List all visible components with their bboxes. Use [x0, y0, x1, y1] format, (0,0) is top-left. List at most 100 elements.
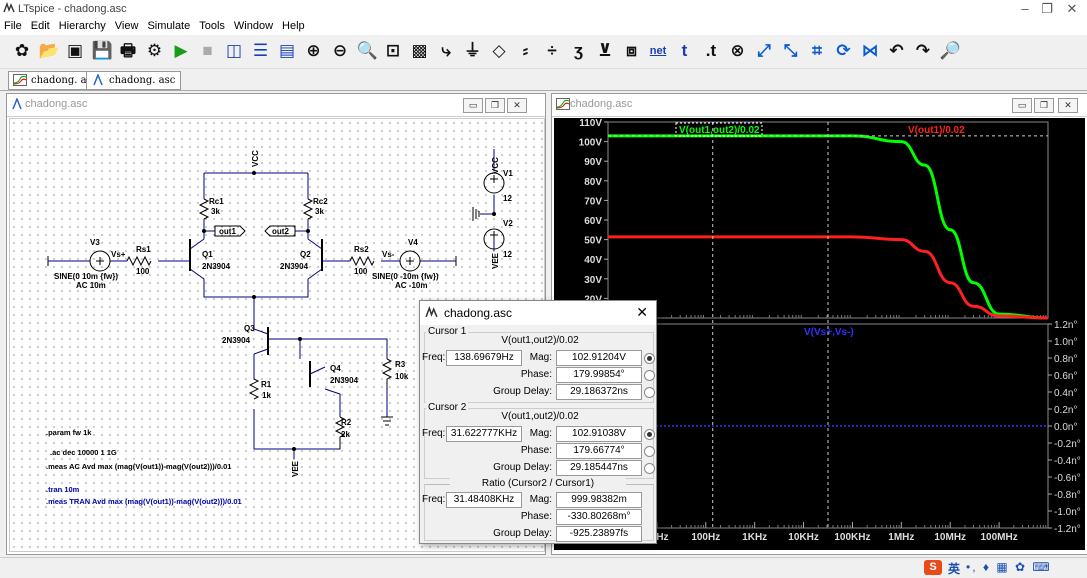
menu-window[interactable]: Window: [233, 20, 274, 32]
text-icon[interactable]: t: [681, 41, 688, 60]
drag-icon[interactable]: ⌗: [812, 41, 822, 60]
cursor2-phase-radio[interactable]: [644, 446, 655, 457]
print-icon[interactable]: 🖶: [119, 41, 137, 60]
zoom-in-icon[interactable]: ⊕: [306, 41, 321, 60]
menu-tools[interactable]: Tools: [199, 20, 225, 32]
diode-icon[interactable]: ⊻: [598, 41, 612, 60]
spice-directive-icon[interactable]: .t: [705, 41, 717, 60]
menu-file[interactable]: File: [4, 20, 22, 32]
duplicate-icon[interactable]: ⤢: [757, 41, 771, 60]
resistor-icon[interactable]: ⸗: [522, 41, 529, 60]
y-tick-label: 40V: [584, 255, 602, 266]
label-net-icon[interactable]: ◇: [492, 41, 506, 60]
components[interactable]: [47, 172, 505, 449]
control-panel-icon[interactable]: ⚙: [146, 41, 163, 60]
schematic-drawing[interactable]: VCC VEE VCC VEE Rc1 3k Rc2 3k out1 out2 …: [10, 119, 544, 551]
waveform-plot[interactable]: 110V100V90V80V70V60V50V40V30V20V10V1.2n°…: [554, 118, 1085, 550]
restore-button[interactable]: ❐: [1041, 1, 1053, 16]
cursor1-gd-field[interactable]: 29.186372ns: [556, 384, 642, 400]
cursor2-freq-field[interactable]: 31.622777KHz: [446, 426, 522, 442]
cascade-icon[interactable]: ▤: [278, 41, 296, 60]
redo-icon[interactable]: ↷: [915, 41, 931, 60]
ratio-gd-field[interactable]: -925.23897fs: [556, 526, 642, 542]
open-icon[interactable]: ▣: [66, 41, 84, 60]
cursor1-phase-field[interactable]: 179.99854°: [556, 367, 642, 383]
directive-param[interactable]: .param fw 1k: [46, 428, 92, 437]
tab-schematic[interactable]: chadong. asc: [86, 71, 182, 90]
tab-waveform[interactable]: chadong. asc: [8, 71, 104, 90]
label-r1: R1: [261, 380, 272, 389]
zoom-out-icon[interactable]: ⊖: [332, 41, 348, 60]
spice-directives[interactable]: .param fw 1k .ac dec 10000 1 1G .meas AC…: [46, 428, 242, 506]
mirror-icon[interactable]: ⋈: [861, 41, 879, 60]
label-out1[interactable]: out1: [219, 227, 236, 236]
directive-meas-tran[interactable]: .meas TRAN Avd max (mag(V(out1))-mag(V(o…: [46, 497, 242, 506]
find-icon[interactable]: 🔎: [939, 41, 961, 60]
undo-icon[interactable]: ↶: [889, 41, 904, 60]
child-minimize-button[interactable]: ▭: [463, 98, 483, 113]
move-icon[interactable]: ⤡: [783, 41, 798, 60]
tile-horizontal-icon[interactable]: ☰: [252, 41, 269, 60]
ime-logo-icon[interactable]: S: [924, 560, 942, 575]
save-icon[interactable]: 💾: [91, 41, 113, 60]
close-button[interactable]: ✕: [1066, 1, 1078, 16]
trace-label-v-out1-out2[interactable]: V(out1,out2)/0.02: [679, 125, 760, 136]
label-out2[interactable]: out2: [272, 227, 289, 236]
directive-tran[interactable]: .tran 10m: [46, 485, 80, 494]
cursor2-phase-field[interactable]: 179.66774°: [556, 443, 642, 459]
ratio-freq-field[interactable]: 31.48408KHz: [446, 492, 522, 508]
zoom-pan-icon[interactable]: 🔍: [356, 41, 378, 60]
series-line-V(out1)/0.02[interactable]: [608, 235, 1049, 320]
wire-icon[interactable]: ⤷: [441, 41, 451, 60]
child-close-button[interactable]: ✕: [507, 98, 527, 113]
ime-language-indicator[interactable]: 英: [948, 562, 961, 576]
directive-meas-ac[interactable]: .meas AC Avd max (mag(V(out1))-mag(V(out…: [46, 462, 231, 471]
rotate-icon[interactable]: ⟳: [836, 41, 851, 60]
tile-vertical-icon[interactable]: ◫: [225, 41, 243, 60]
menu-hierarchy[interactable]: Hierarchy: [58, 20, 106, 32]
child-restore-button[interactable]: ❐: [1034, 98, 1054, 113]
cursor1-freq-field[interactable]: 138.69679Hz: [446, 350, 522, 366]
netlist-icon[interactable]: net: [649, 45, 667, 57]
menu-view[interactable]: View: [114, 20, 139, 32]
cursor2-gd-field[interactable]: 29.185447ns: [556, 460, 642, 476]
inductor-icon[interactable]: ʒ: [574, 41, 583, 60]
zoom-fit-icon[interactable]: ⊡: [385, 41, 401, 60]
x-tick-label: 1MHz: [888, 532, 914, 543]
open-folder-icon[interactable]: 📂: [38, 41, 60, 60]
menu-simulate[interactable]: Simulate: [147, 20, 191, 32]
cursor1-mag-radio[interactable]: [644, 353, 655, 364]
gear-icon[interactable]: ✿: [14, 41, 30, 60]
ratio-mag-field[interactable]: 999.98382m: [556, 492, 642, 508]
y-tick-label: 0.4n°: [1054, 388, 1077, 399]
cursor2-mag-field[interactable]: 102.91038V: [556, 426, 642, 442]
cursor2-mag-radio[interactable]: [644, 429, 655, 440]
trace-label-v-vsp-vsm[interactable]: V(Vs+,Vs-): [804, 327, 854, 338]
resistor-r2: [334, 416, 346, 449]
ratio-phase-field[interactable]: -330.80268m°: [556, 509, 642, 525]
menu-help[interactable]: Help: [282, 20, 305, 32]
delete-icon[interactable]: ⊗: [730, 41, 745, 60]
child-restore-button[interactable]: ❐: [485, 98, 505, 113]
menu-edit[interactable]: Edit: [30, 20, 50, 32]
component-icon[interactable]: ⧈: [626, 41, 637, 60]
cursor1-mag-field[interactable]: 102.91204V: [556, 350, 642, 366]
dialog-close-button[interactable]: ✕: [636, 304, 648, 320]
capacitor-icon[interactable]: ÷: [547, 41, 557, 60]
directive-ac[interactable]: .ac dec 10000 1 1G: [50, 448, 117, 457]
halt-icon[interactable]: ■: [202, 41, 213, 60]
ground-icon[interactable]: ⏚: [464, 41, 481, 60]
child-minimize-button[interactable]: ▭: [1012, 98, 1032, 113]
label-r3: R3: [395, 360, 406, 369]
cursor2-gd-radio[interactable]: [644, 463, 655, 474]
child-close-button[interactable]: ✕: [1058, 98, 1078, 113]
minimize-button[interactable]: –: [1021, 1, 1029, 16]
trace-label-v-out1[interactable]: V(out1)/0.02: [908, 125, 965, 136]
autorange-icon[interactable]: ▩: [411, 41, 428, 60]
cursor1-phase-radio[interactable]: [644, 370, 655, 381]
y-tick-label: 1.0n°: [1054, 337, 1077, 348]
ime-tray-icons[interactable]: •, ♦ ▦ ✿ ⌨: [966, 560, 1052, 574]
cursor1-group-label: Cursor 1: [426, 326, 469, 337]
cursor1-gd-radio[interactable]: [644, 387, 655, 398]
run-icon[interactable]: ▶: [174, 41, 188, 60]
